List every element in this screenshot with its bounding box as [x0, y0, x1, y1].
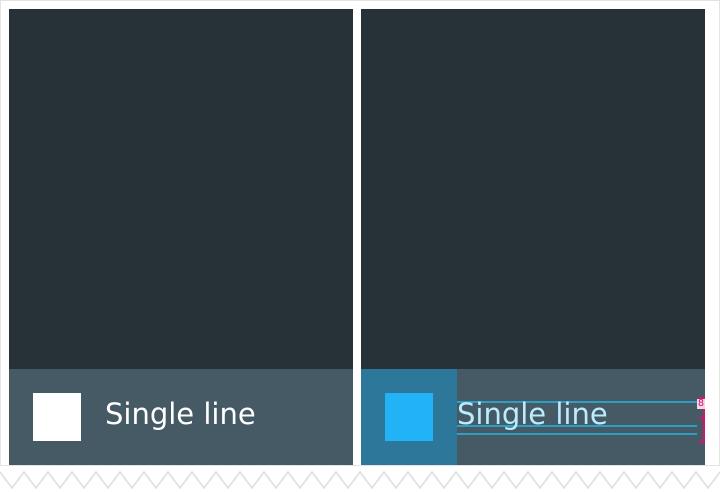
avatar-placeholder-highlight — [385, 393, 433, 441]
baseline-guide — [457, 425, 697, 427]
avatar-placeholder — [33, 393, 81, 441]
spec-value: 8 — [697, 398, 705, 409]
spec-tick-middle — [699, 417, 705, 419]
spec-tick-top — [699, 397, 705, 399]
spec-vertical-line — [703, 397, 705, 443]
descender-guide — [457, 433, 697, 435]
single-line-tile[interactable]: Single line — [9, 369, 353, 465]
single-line-tile-annotated[interactable]: Single line 8 — [361, 369, 705, 465]
torn-edge-decoration — [0, 470, 720, 490]
tile-preview-left: Single line — [9, 9, 353, 465]
tile-label: Single line — [105, 397, 256, 431]
spec-tick-bottom — [699, 441, 705, 443]
tile-label-highlight: Single line — [457, 397, 608, 431]
spec-frame: Single line Single line 8 — [0, 0, 720, 466]
cap-height-guide — [457, 401, 697, 403]
spacing-spec-marker: 8 — [697, 397, 705, 443]
tile-preview-annotated: Single line 8 — [361, 9, 705, 465]
icon-zone-highlight — [361, 369, 457, 465]
